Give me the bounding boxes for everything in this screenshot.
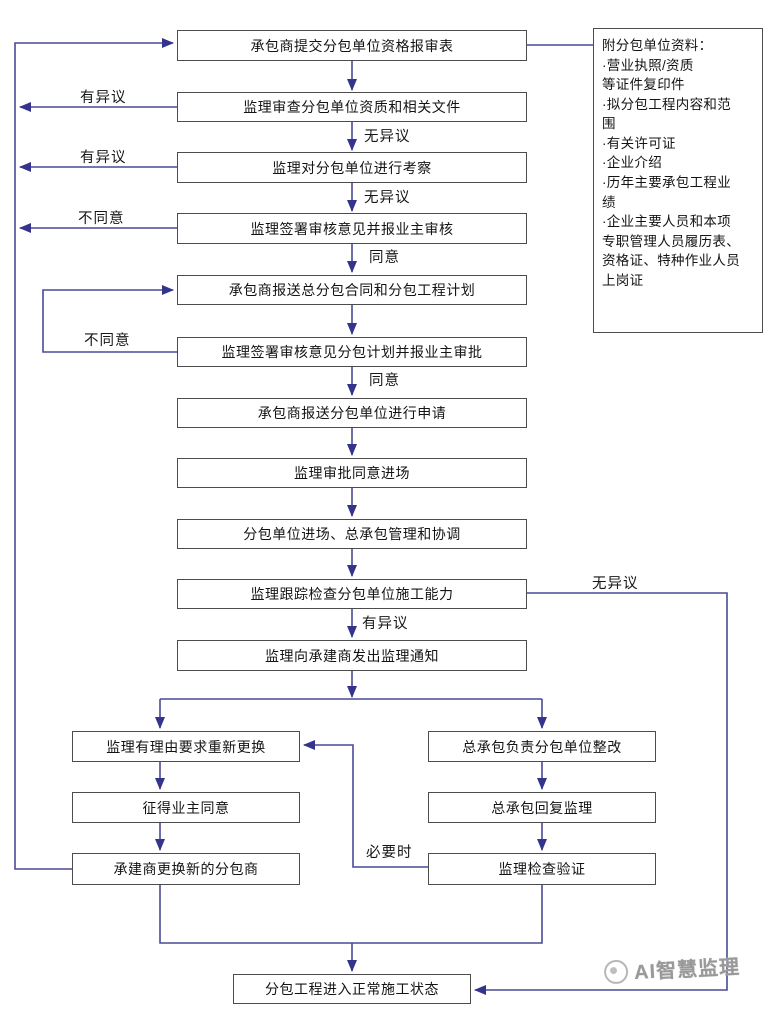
edge-label-objection-3: 有异议 bbox=[362, 616, 409, 632]
edge-label-agree-1: 同意 bbox=[369, 250, 400, 266]
edge-label-disagree-1: 不同意 bbox=[78, 211, 125, 227]
flow-node-request-replacement: 监理有理由要求重新更换 bbox=[72, 731, 300, 762]
flow-node-general-contractor-rectification: 总承包负责分包单位整改 bbox=[428, 731, 656, 762]
flow-node-normal-construction-state: 分包工程进入正常施工状态 bbox=[233, 974, 471, 1004]
flow-node-submit-contract-and-plan: 承包商报送总分包合同和分包工程计划 bbox=[177, 275, 527, 305]
edge-label-when-necessary: 必要时 bbox=[366, 845, 413, 861]
flow-node-sign-opinion-report-owner: 监理签署审核意见并报业主审核 bbox=[177, 213, 527, 244]
edge-label-no-objection-1: 无异议 bbox=[364, 129, 411, 145]
edge-label-objection-2: 有异议 bbox=[80, 150, 127, 166]
edge-label-agree-2: 同意 bbox=[369, 373, 400, 389]
edge-label-disagree-2: 不同意 bbox=[84, 333, 131, 349]
edge-label-no-objection-3: 无异议 bbox=[592, 576, 639, 592]
flow-node-approve-site-entry: 监理审批同意进场 bbox=[177, 458, 527, 488]
flow-node-track-check-capability: 监理跟踪检查分包单位施工能力 bbox=[177, 579, 527, 609]
flow-node-replace-subcontractor: 承建商更换新的分包商 bbox=[72, 853, 300, 885]
flow-node-supervision-verify: 监理检查验证 bbox=[428, 853, 656, 885]
edge-label-objection-1: 有异议 bbox=[80, 90, 127, 106]
flow-node-general-contractor-reply: 总承包回复监理 bbox=[428, 792, 656, 823]
flow-node-submit-subcontractor-application: 承包商报送分包单位进行申请 bbox=[177, 398, 527, 428]
edge-label-no-objection-2: 无异议 bbox=[364, 190, 411, 206]
flow-node-entry-management-coordination: 分包单位进场、总承包管理和协调 bbox=[177, 519, 527, 549]
watermark: AI智慧监理 bbox=[603, 950, 741, 986]
flow-node-inspect-subcontractor: 监理对分包单位进行考察 bbox=[177, 152, 527, 183]
flow-node-review-qualification-documents: 监理审查分包单位资质和相关文件 bbox=[177, 92, 527, 122]
flow-node-obtain-owner-consent: 征得业主同意 bbox=[72, 792, 300, 823]
watermark-text: AI智慧监理 bbox=[633, 956, 741, 984]
flow-node-sign-plan-opinion-owner-approval: 监理签署审核意见分包计划并报业主审批 bbox=[177, 337, 527, 367]
attachment-materials-panel: 附分包单位资料： ·营业执照/资质 等证件复印件 ·拟分包工程内容和范 围 ·有… bbox=[593, 28, 763, 333]
flow-node-submit-qualification-form: 承包商提交分包单位资格报审表 bbox=[177, 30, 527, 61]
flow-node-issue-supervision-notice: 监理向承建商发出监理通知 bbox=[177, 640, 527, 671]
watermark-owl-logo-icon bbox=[603, 958, 629, 985]
